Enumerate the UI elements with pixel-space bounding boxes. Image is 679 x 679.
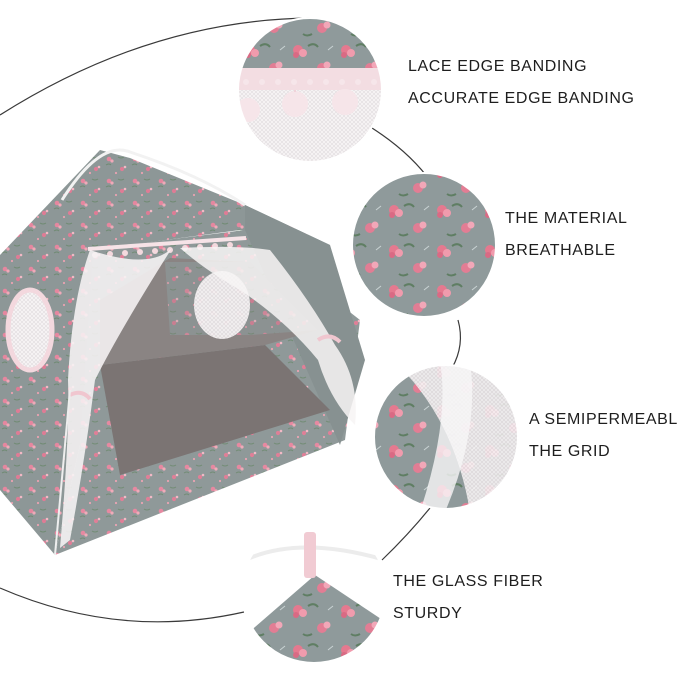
- mesh-curtain-detail-icon: [373, 364, 519, 510]
- pet-tent: [0, 148, 365, 556]
- lace-edge-detail-icon: [237, 17, 383, 163]
- floral-fabric-detail-icon: [351, 172, 497, 318]
- fiberglass-pole-detail-icon: [241, 518, 387, 664]
